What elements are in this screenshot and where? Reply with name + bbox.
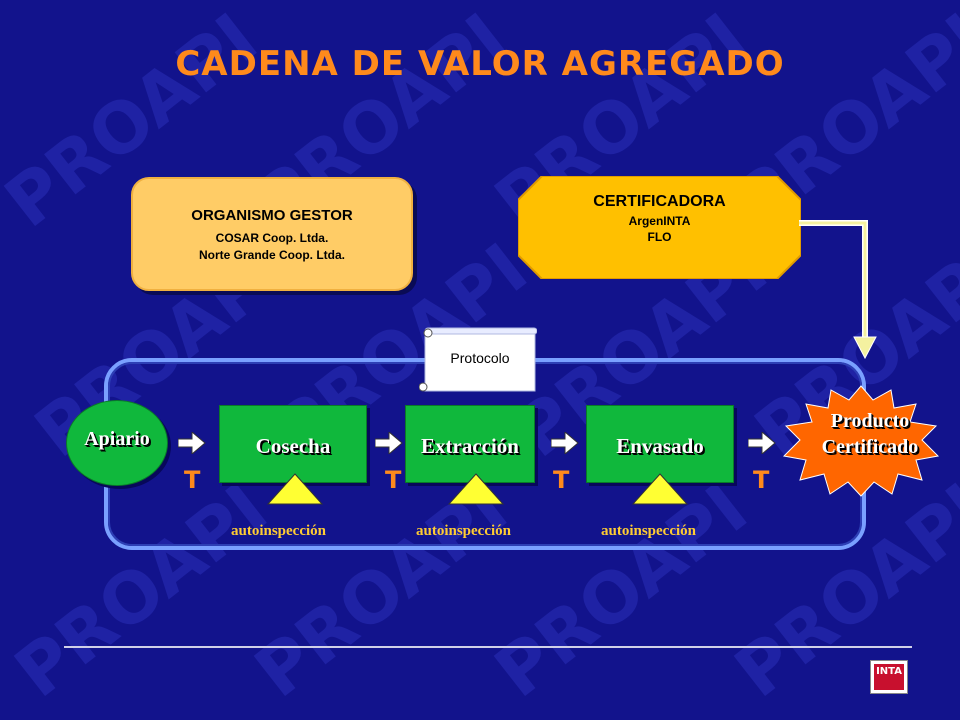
producto-line2: Certificado [821, 436, 919, 458]
cosecha-step: Cosecha [219, 405, 367, 483]
certificadora-text: CERTIFICADORA ArgenINTA FLO [518, 193, 801, 245]
transport-label: T [385, 466, 402, 494]
organismo-gestor-box: ORGANISMO GESTOR COSAR Coop. Ltda. Norte… [131, 177, 413, 291]
transport-label: T [184, 466, 201, 494]
autoinspeccion-triangle-icon [266, 473, 324, 505]
autoinspeccion-triangle-icon [447, 473, 505, 505]
producto-certificado-label: Producto Certificado [790, 408, 950, 460]
certificadora-line1: ArgenINTA [628, 214, 691, 228]
autoinspeccion-triangle-icon [631, 473, 689, 505]
inta-logo: INTA [870, 660, 908, 694]
protocolo-scroll-icon [419, 327, 537, 392]
flow-arrow-icon [551, 432, 579, 454]
gestor-line1: COSAR Coop. Ltda. [215, 231, 329, 245]
flow-arrow-icon [178, 432, 206, 454]
footer-divider [64, 646, 912, 648]
gestor-heading: ORGANISMO GESTOR [191, 207, 353, 224]
flow-arrow-icon [375, 432, 403, 454]
page-title: CADENA DE VALOR AGREGADO [175, 44, 785, 84]
producto-certificado-starburst [782, 385, 940, 497]
inta-logo-text: INTA [874, 664, 904, 690]
transport-label: T [753, 466, 770, 494]
extraccion-step: Extracción [405, 405, 535, 483]
certificadora-line2: FLO [647, 230, 672, 244]
producto-line1: Producto [830, 410, 910, 432]
autoinspeccion-label: autoinspección [601, 523, 697, 539]
autoinspeccion-label: autoinspección [416, 523, 512, 539]
envasado-step: Envasado [586, 405, 734, 483]
certificadora-box [518, 176, 801, 279]
autoinspeccion-label: autoinspección [231, 523, 327, 539]
gestor-line2: Norte Grande Coop. Ltda. [198, 248, 345, 262]
certificadora-heading: CERTIFICADORA [593, 193, 726, 210]
transport-label: T [553, 466, 570, 494]
apiario-node: Apiario [66, 400, 168, 486]
flow-arrow-icon [748, 432, 776, 454]
protocolo-label: Protocolo [450, 350, 510, 366]
certificadora-connector-arrow [799, 220, 877, 360]
